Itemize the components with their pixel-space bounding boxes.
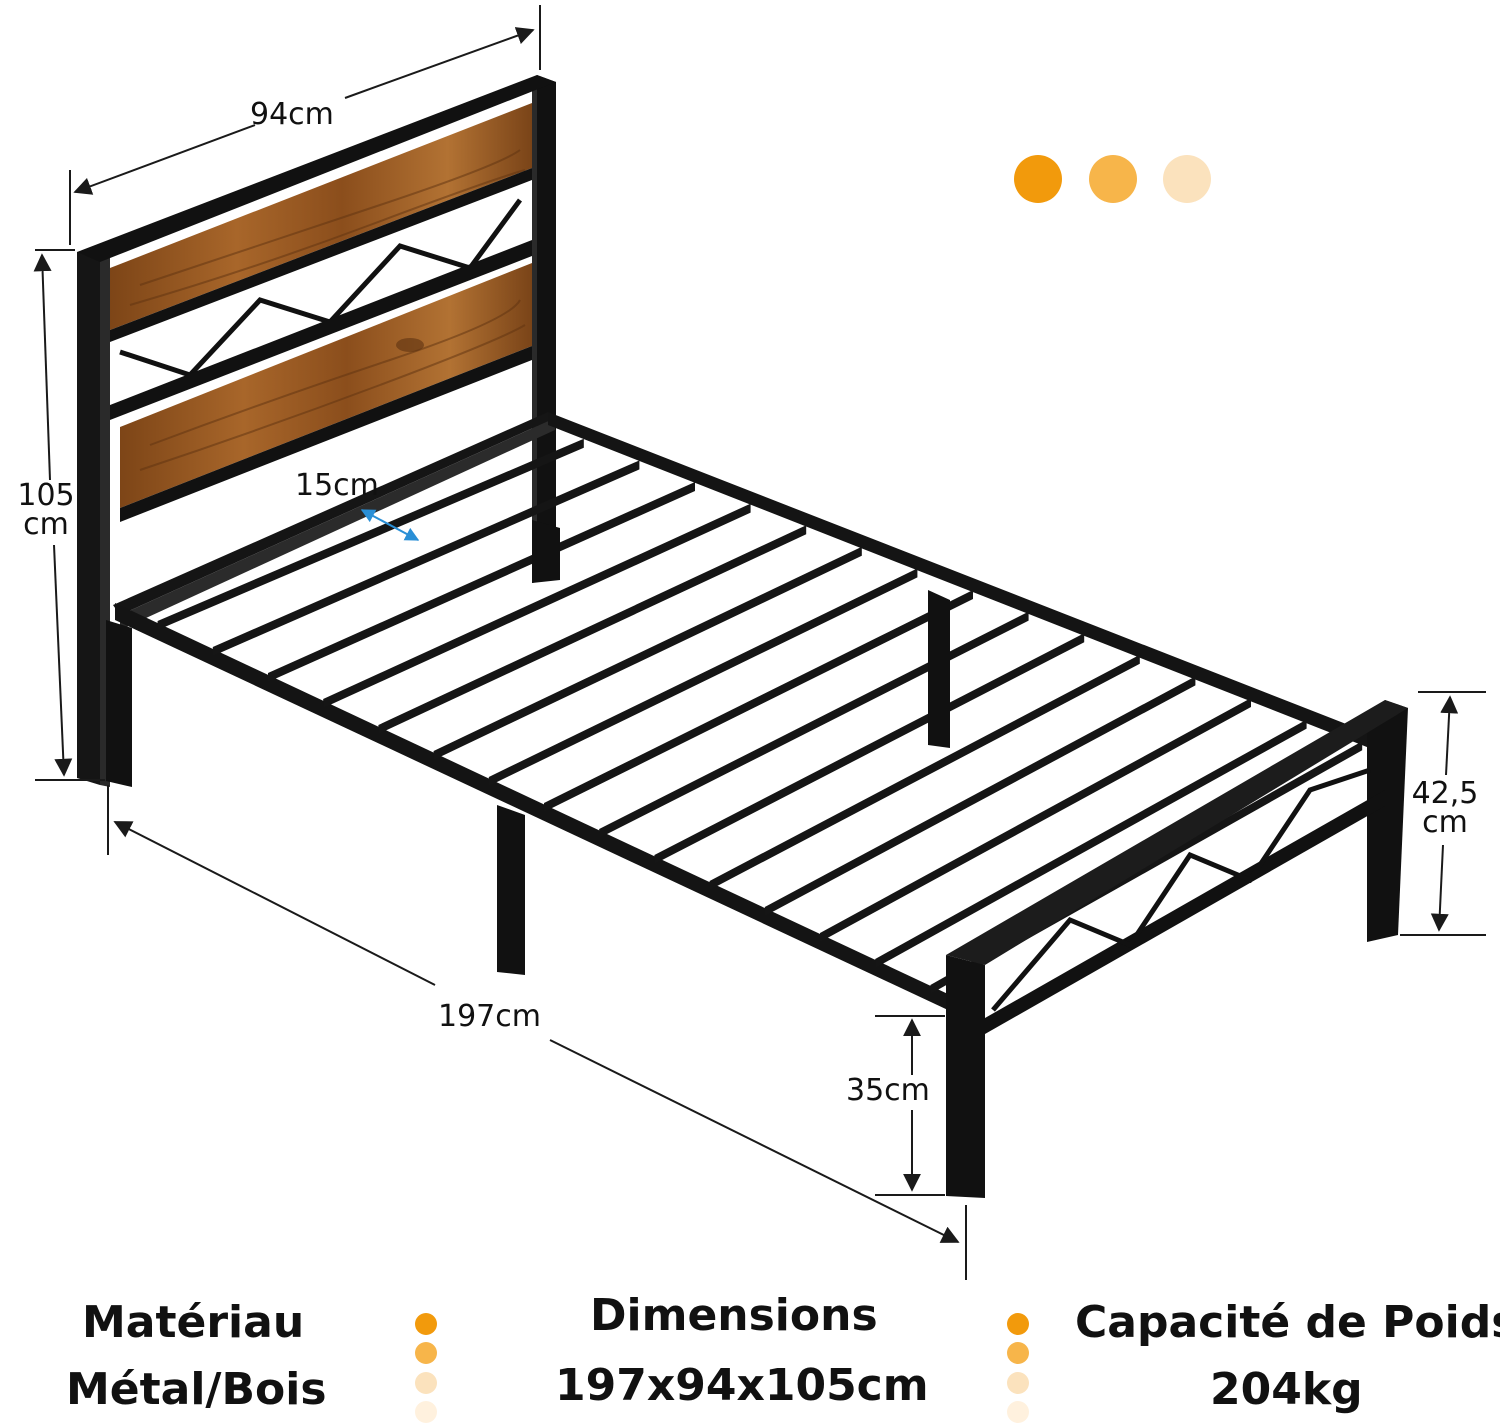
- footboard-height-label: 42,5 cm: [1400, 776, 1490, 840]
- bullet-dot-left-4: [415, 1401, 437, 1423]
- spec-material-title: Matériau: [82, 1297, 305, 1348]
- footboard-height-value: 42,5: [1411, 776, 1479, 811]
- slat: [820, 698, 1251, 942]
- width-label: 94cm: [250, 97, 334, 132]
- color-swatch-2: [1089, 155, 1137, 203]
- slat: [488, 568, 918, 786]
- bullet-dot-right-2: [1007, 1342, 1029, 1364]
- spec-dimensions-title: Dimensions: [590, 1290, 878, 1341]
- color-swatch-1: [1014, 155, 1062, 203]
- slat: [268, 482, 695, 682]
- height-unit: cm: [23, 506, 69, 542]
- wood-panel-lower: [120, 263, 532, 508]
- height-label: 105 cm: [12, 478, 80, 542]
- headboard: [77, 75, 556, 787]
- footboard-height-unit: cm: [1422, 804, 1468, 840]
- bullet-dot-right-1: [1007, 1313, 1029, 1335]
- bullet-dot-right-4: [1007, 1401, 1029, 1423]
- legs: [106, 520, 950, 975]
- spec-weight-value: 204kg: [1210, 1364, 1363, 1415]
- bullet-dot-left-1: [415, 1313, 437, 1335]
- slat: [544, 590, 973, 812]
- clearance-label: 35cm: [846, 1073, 930, 1108]
- slat: [212, 460, 640, 656]
- spec-material-value: Métal/Bois: [66, 1364, 327, 1415]
- slat: [433, 546, 862, 760]
- slat: [764, 676, 1196, 916]
- bullet-dot-left-2: [415, 1342, 437, 1364]
- spec-dimensions-value: 197x94x105cm: [555, 1360, 929, 1411]
- slat: [323, 503, 751, 708]
- slat: [599, 611, 1029, 838]
- color-swatch-3: [1163, 155, 1211, 203]
- slat: [709, 654, 1140, 890]
- length-label: 197cm: [438, 999, 541, 1034]
- slat-gap-indicator: [360, 509, 420, 541]
- side-rails: [113, 412, 1400, 1018]
- slat: [875, 719, 1307, 968]
- bullet-dot-left-3: [415, 1372, 437, 1394]
- height-value: 105: [17, 478, 75, 513]
- slat-gap-label: 15cm: [295, 468, 379, 503]
- footboard: [946, 700, 1408, 1198]
- slat: [654, 633, 1085, 864]
- dimension-lines: [33, 5, 1486, 1280]
- spec-weight-title: Capacité de Poids: [1075, 1297, 1500, 1348]
- slat: [378, 525, 807, 734]
- bullet-dot-right-3: [1007, 1372, 1029, 1394]
- wood-panel-upper: [110, 103, 532, 330]
- slats: [157, 438, 1363, 994]
